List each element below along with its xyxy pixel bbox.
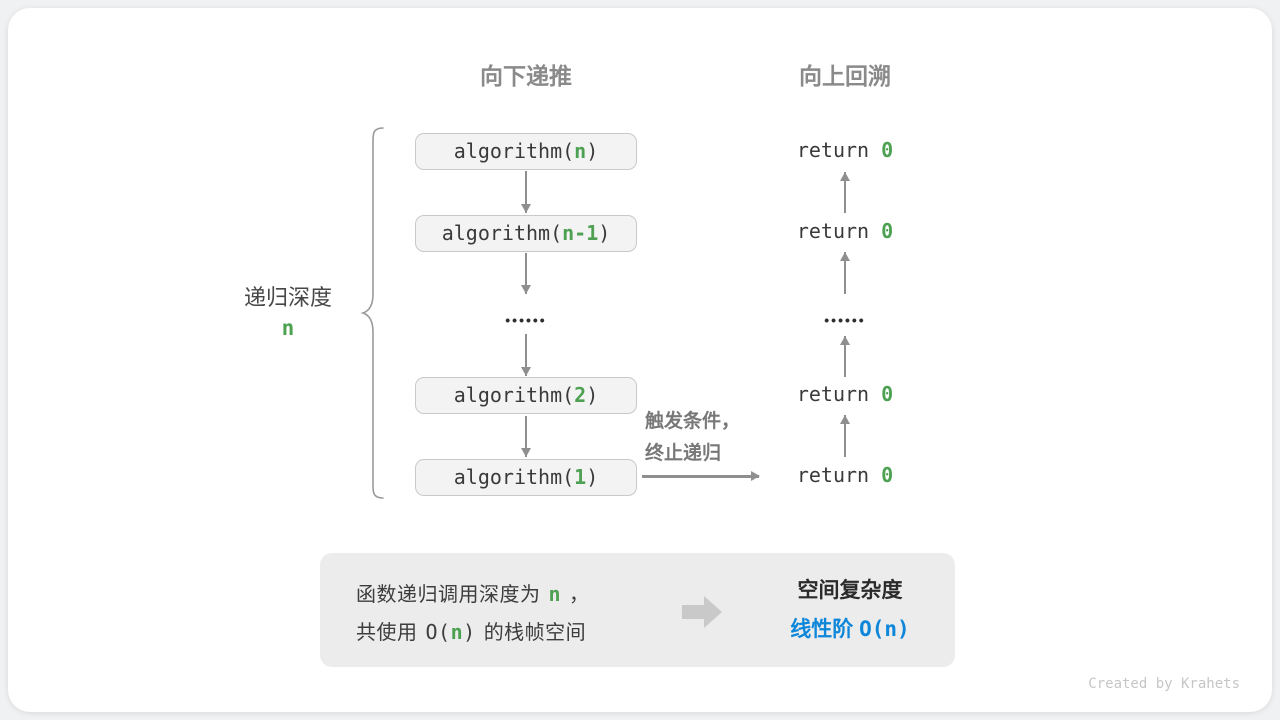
return-value: 0 [881, 382, 894, 406]
code-text: ) [586, 383, 599, 407]
code-text: algorithm( [453, 383, 575, 407]
return-statement: return 0 [745, 220, 945, 243]
summary-code: ) [463, 620, 476, 644]
code-text: algorithm( [453, 465, 575, 489]
summary-var: n [548, 582, 562, 606]
complexity-title: 空间复杂度 [797, 579, 903, 602]
complexity-label: 线性阶 [790, 618, 854, 641]
return-value: 0 [881, 138, 894, 162]
base-case-note-line1: 触发条件， [645, 411, 741, 432]
arrow-up-icon [840, 172, 849, 213]
summary-text: 的栈帧空间 [483, 622, 587, 644]
summary-text: ， [569, 584, 590, 606]
code-text: return [796, 463, 882, 487]
call-box-n-1: algorithm(n-1) [415, 215, 637, 252]
summary-text: 函数递归调用深度为 [356, 584, 541, 606]
summary-line1: 函数递归调用深度为 n ， [356, 578, 590, 607]
summary-box [320, 553, 955, 667]
return-statement: return 0 [745, 139, 945, 162]
return-value: 0 [881, 219, 894, 243]
code-arg: n [574, 139, 587, 163]
arrow-down-icon [521, 171, 530, 213]
summary-var: n [450, 620, 464, 644]
arrow-down-icon [521, 253, 530, 294]
arrow-down-icon [521, 416, 530, 457]
return-statement: return 0 [745, 464, 945, 487]
arrow-up-icon [840, 415, 849, 457]
code-text: ) [586, 465, 599, 489]
arrow-right-icon [642, 471, 760, 481]
complexity-code: O(n) [859, 617, 910, 641]
summary-line2: 共使用 O(n) 的栈帧空间 [356, 616, 586, 645]
return-statement: return 0 [745, 383, 945, 406]
code-text: return [796, 219, 882, 243]
complexity-value: 线性阶 O(n) [750, 613, 950, 643]
ellipsis-right: •••••• [824, 312, 866, 328]
code-arg: 2 [574, 383, 587, 407]
base-case-note-line2: 终止递归 [645, 443, 722, 464]
arrow-up-icon [840, 252, 849, 294]
call-box-1: algorithm(1) [415, 459, 637, 496]
code-text: return [796, 382, 882, 406]
arrow-down-icon [521, 334, 530, 376]
code-text: return [796, 138, 882, 162]
ellipsis-left: •••••• [505, 312, 547, 328]
code-text: ) [598, 221, 611, 245]
code-arg: 1 [574, 465, 587, 489]
depth-value: n [281, 316, 295, 340]
header-backtrack-up: 向上回溯 [799, 63, 891, 89]
header-recurse-down: 向下递推 [480, 63, 572, 89]
code-text: algorithm( [453, 139, 575, 163]
code-text: algorithm( [441, 221, 563, 245]
call-box-n: algorithm(n) [415, 133, 637, 170]
credit-text: Created by Krahets [1088, 676, 1240, 692]
summary-code: O( [425, 620, 451, 644]
code-arg: n-1 [562, 221, 599, 245]
arrow-up-icon [840, 336, 849, 377]
call-box-2: algorithm(2) [415, 377, 637, 414]
depth-brace-icon [360, 127, 384, 499]
return-value: 0 [881, 463, 894, 487]
depth-label: 递归深度 [243, 285, 332, 310]
summary-text: 共使用 [356, 622, 418, 644]
block-arrow-right-icon [682, 596, 722, 628]
code-text: ) [586, 139, 599, 163]
